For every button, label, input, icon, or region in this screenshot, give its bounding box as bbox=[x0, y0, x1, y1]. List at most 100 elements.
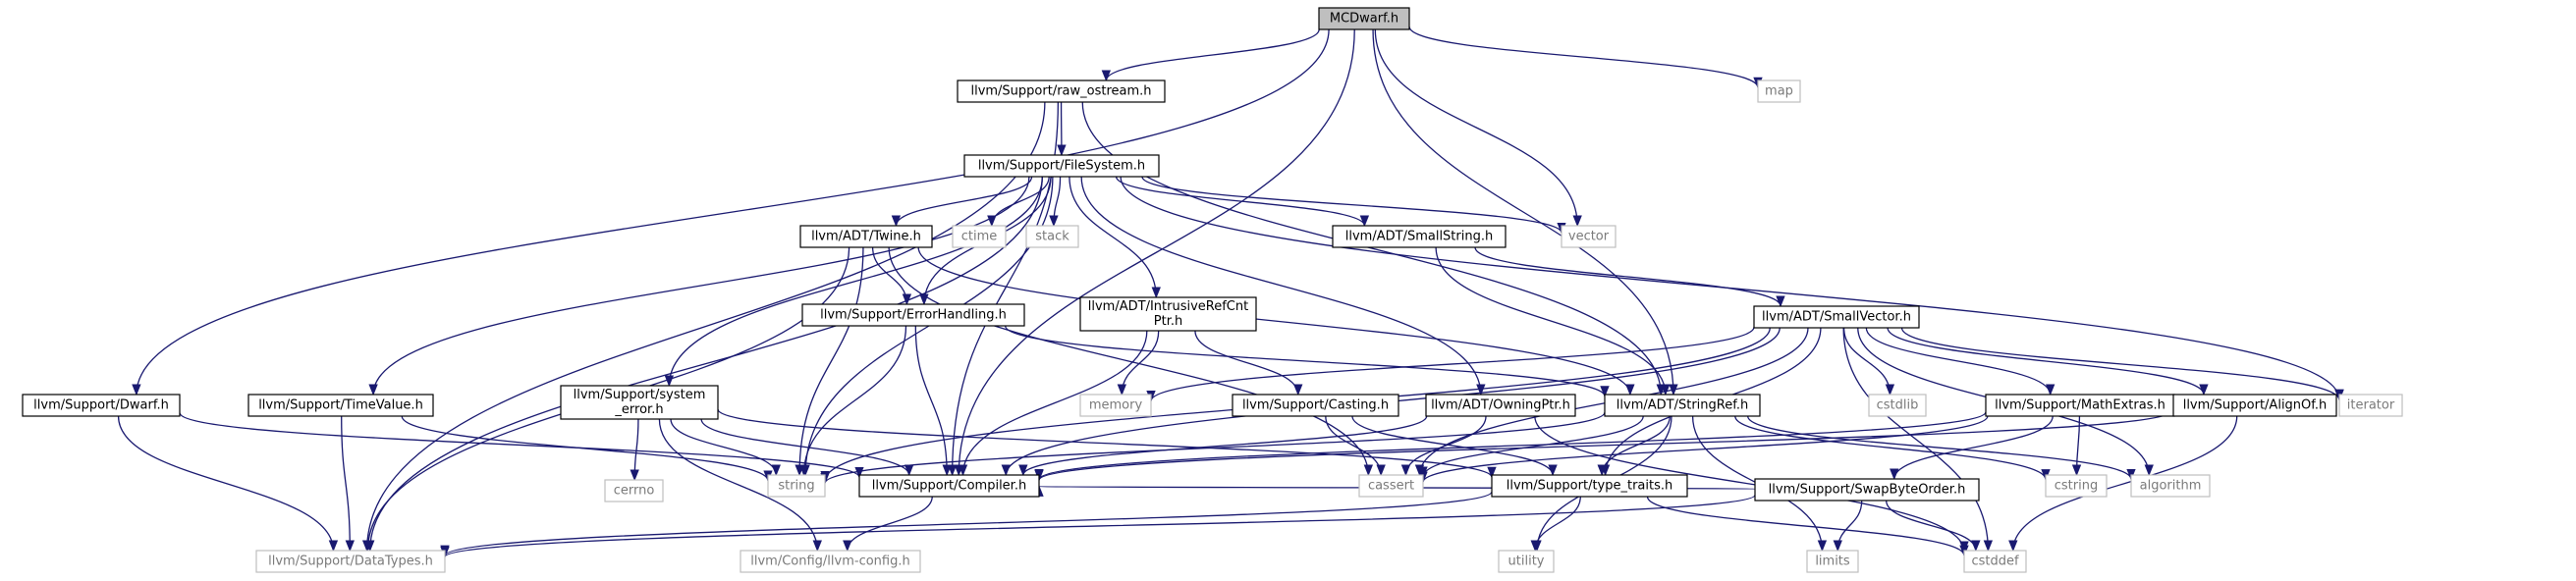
edge-casting-to-cassert bbox=[1325, 415, 1386, 477]
node-label-raw_ostream: llvm/Support/raw_ostream.h bbox=[970, 84, 1151, 99]
node-label-filesystem: llvm/Support/FileSystem.h bbox=[978, 159, 1145, 174]
edge-swapbyteorder-to-cstddef bbox=[1886, 500, 1981, 553]
edge-smallvector-to-memory bbox=[1146, 327, 1755, 402]
node-twine[interactable]: llvm/ADT/Twine.h bbox=[799, 225, 933, 248]
edge-twine-to-string bbox=[795, 246, 864, 477]
node-datatypes[interactable]: llvm/Support/DataTypes.h bbox=[255, 550, 446, 573]
edge-smallvector-to-cstddef bbox=[1842, 327, 1994, 553]
node-box-cerrno bbox=[604, 479, 664, 502]
edge-filesystem-to-owningptr bbox=[1080, 176, 1486, 396]
node-limits[interactable]: limits bbox=[1806, 550, 1859, 573]
node-box-iterator bbox=[2338, 394, 2403, 417]
edge-mcdwarf-to-compiler bbox=[954, 28, 1355, 477]
edge-filesystem-to-stack bbox=[1049, 176, 1062, 228]
node-string[interactable]: string bbox=[767, 474, 826, 498]
node-ctime[interactable]: ctime bbox=[952, 225, 1007, 248]
node-stack[interactable]: stack bbox=[1025, 225, 1079, 248]
edge-timevalue-to-string bbox=[401, 415, 773, 483]
node-dwarf[interactable]: llvm/Support/Dwarf.h bbox=[22, 394, 181, 417]
node-cstring[interactable]: cstring bbox=[2045, 474, 2108, 498]
node-label-ctime: ctime bbox=[961, 230, 998, 244]
node-box-raw_ostream bbox=[957, 79, 1166, 103]
node-smallvector[interactable]: llvm/ADT/SmallVector.h bbox=[1753, 305, 1920, 329]
node-utility[interactable]: utility bbox=[1498, 550, 1555, 573]
edge-swapbyteorder-to-limits bbox=[1833, 500, 1863, 553]
node-label-twine: llvm/ADT/Twine.h bbox=[811, 230, 921, 244]
node-alignof[interactable]: llvm/Support/AlignOf.h bbox=[2172, 394, 2337, 417]
node-mcdwarf[interactable]: MCDwarf.h bbox=[1318, 7, 1410, 30]
node-label-smallvector: llvm/ADT/SmallVector.h bbox=[1762, 310, 1911, 325]
node-memory[interactable]: memory bbox=[1079, 394, 1152, 417]
node-label-system_error: llvm/Support/system bbox=[574, 388, 706, 402]
node-box-owningptr bbox=[1425, 394, 1576, 417]
node-stringref[interactable]: llvm/ADT/StringRef.h bbox=[1604, 394, 1761, 417]
node-box-string bbox=[767, 474, 826, 498]
edge-mcdwarf-to-stringref bbox=[1372, 28, 1678, 396]
node-cstddef[interactable]: cstddef bbox=[1963, 550, 2027, 573]
node-label-mathextras: llvm/Support/MathExtras.h bbox=[1995, 398, 2165, 413]
edge-owningptr-to-cassert bbox=[1400, 415, 1487, 477]
node-box-intrusive bbox=[1079, 296, 1257, 332]
edge-filesystem-to-system_error bbox=[664, 176, 1044, 388]
node-compiler[interactable]: llvm/Support/Compiler.h bbox=[858, 474, 1040, 498]
node-filesystem[interactable]: llvm/Support/FileSystem.h bbox=[963, 154, 1160, 178]
node-layer: MCDwarf.h llvm/Support/raw_ostream.h map ll… bbox=[22, 7, 2403, 573]
node-label-intrusive: llvm/ADT/IntrusiveRefCnt bbox=[1088, 299, 1248, 314]
node-label-memory: memory bbox=[1089, 398, 1143, 413]
node-box-filesystem bbox=[963, 154, 1160, 178]
node-iterator[interactable]: iterator bbox=[2338, 394, 2403, 417]
node-label-swapbyteorder: llvm/Support/SwapByteOrder.h bbox=[1769, 483, 1966, 498]
edge-mathextras-to-cassert bbox=[1418, 415, 1989, 484]
node-mathextras[interactable]: llvm/Support/MathExtras.h bbox=[1985, 394, 2175, 417]
edge-intrusive-to-casting bbox=[1194, 330, 1303, 396]
node-box-memory bbox=[1079, 394, 1152, 417]
edge-casting-to-type_traits bbox=[1351, 415, 1558, 477]
edge-dwarf-to-datatypes bbox=[117, 415, 339, 553]
node-label-cstdlib: cstdlib bbox=[1877, 398, 1919, 413]
node-label-vector: vector bbox=[1568, 230, 1610, 244]
node-map[interactable]: map bbox=[1757, 79, 1801, 103]
edge-stringref-to-cstring bbox=[1734, 415, 2051, 481]
node-box-utility bbox=[1498, 550, 1555, 573]
edge-layer bbox=[117, 26, 2344, 558]
node-raw_ostream[interactable]: llvm/Support/raw_ostream.h bbox=[957, 79, 1166, 103]
edge-system_error-to-type_traits bbox=[717, 408, 1497, 479]
edge-filesystem-to-intrusive bbox=[1069, 176, 1161, 299]
edge-system_error-to-cerrno bbox=[630, 418, 639, 482]
node-box-datatypes bbox=[255, 550, 446, 573]
node-cassert[interactable]: cassert bbox=[1358, 474, 1424, 498]
node-swapbyteorder[interactable]: llvm/Support/SwapByteOrder.h bbox=[1754, 478, 1980, 502]
node-box-alignof bbox=[2172, 394, 2337, 417]
node-llvmconfig[interactable]: llvm/Config/llvm-config.h bbox=[740, 550, 921, 573]
edge-system_error-to-compiler bbox=[700, 418, 914, 477]
node-box-cstring bbox=[2045, 474, 2108, 498]
node-errorhandling[interactable]: llvm/Support/ErrorHandling.h bbox=[801, 303, 1025, 327]
node-label-alignof: llvm/Support/AlignOf.h bbox=[2183, 398, 2328, 413]
node-cerrno[interactable]: cerrno bbox=[604, 479, 664, 502]
node-box-compiler bbox=[858, 474, 1040, 498]
node-box-vector bbox=[1561, 225, 1617, 248]
node-cstdlib[interactable]: cstdlib bbox=[1868, 394, 1927, 417]
edge-smallvector-to-cstdlib bbox=[1842, 327, 1895, 396]
edge-intrusive-to-compiler bbox=[958, 330, 1148, 477]
edge-raw_ostream-to-datatypes bbox=[361, 101, 1046, 553]
node-casting[interactable]: llvm/Support/Casting.h bbox=[1232, 394, 1399, 417]
node-owningptr[interactable]: llvm/ADT/OwningPtr.h bbox=[1425, 394, 1576, 417]
node-vector[interactable]: vector bbox=[1561, 225, 1617, 248]
edge-smallstring-to-smallvector bbox=[1474, 246, 1785, 308]
node-timevalue[interactable]: llvm/Support/TimeValue.h bbox=[247, 394, 434, 417]
node-algorithm[interactable]: algorithm bbox=[2130, 474, 2211, 498]
edge-owningptr-to-compiler bbox=[1018, 415, 1428, 477]
node-label-dwarf: llvm/Support/Dwarf.h bbox=[33, 398, 169, 413]
edge-smallvector-to-alignof bbox=[1887, 327, 2209, 396]
node-type_traits[interactable]: llvm/Support/type_traits.h bbox=[1491, 474, 1688, 498]
edge-errorhandling-to-string bbox=[798, 325, 907, 477]
edge-alignof-to-compiler bbox=[1034, 409, 2174, 482]
node-label-map: map bbox=[1765, 84, 1793, 99]
node-system_error[interactable]: llvm/Support/system_error.h bbox=[560, 385, 719, 420]
edge-swapbyteorder-to-datatypes bbox=[440, 494, 1756, 558]
node-smallstring[interactable]: llvm/ADT/SmallString.h bbox=[1332, 225, 1507, 248]
edge-smallvector-to-iterator bbox=[1900, 327, 2344, 401]
